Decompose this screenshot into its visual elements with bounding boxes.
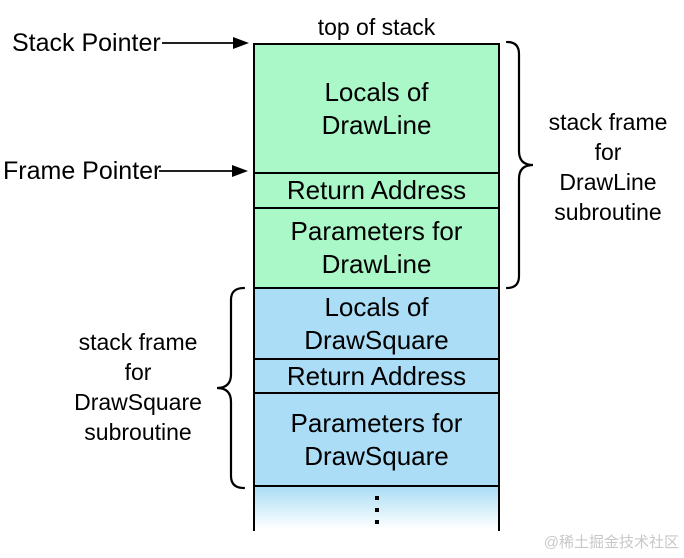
section-text-line: DrawSquare [304, 440, 449, 471]
section-text-line: Locals of [324, 76, 429, 107]
section-parameters-drawline: Parameters for DrawLine [255, 209, 498, 289]
stack-continuation-fade [255, 487, 498, 531]
section-text-line: Parameters for [290, 407, 463, 438]
left-curly-brace-icon [216, 286, 246, 490]
drawline-frame-annotation: stack frame for DrawLine subroutine [543, 107, 673, 227]
section-text-line: Return Address [286, 175, 467, 205]
right-curly-brace-icon [505, 40, 534, 290]
stack-pointer-arrow-icon [162, 37, 249, 49]
annotation-line: subroutine [84, 419, 192, 445]
section-text-line: DrawLine [321, 249, 432, 279]
ellipsis-dot [374, 496, 379, 500]
ellipsis-dot [374, 520, 379, 524]
stack-pointer-label: Stack Pointer [12, 29, 161, 57]
annotation-line: stack frame [78, 329, 198, 355]
watermark-text: @稀土掘金技术社区 [543, 534, 679, 551]
section-text-line: Return Address [286, 360, 467, 391]
annotation-line: subroutine [554, 199, 662, 225]
top-of-stack-label: top of stack [317, 14, 436, 40]
section-parameters-drawsquare: Parameters for DrawSquare [255, 394, 498, 487]
annotation-line: DrawLine [559, 169, 657, 195]
section-text-line: Locals of [324, 291, 429, 322]
drawsquare-frame-annotation: stack frame for DrawSquare subroutine [63, 327, 213, 447]
annotation-line: for [594, 139, 622, 165]
ellipsis-dot [374, 508, 379, 512]
annotation-line: DrawSquare [74, 389, 202, 415]
section-text-line: DrawLine [321, 109, 432, 140]
section-text-line: Parameters for [290, 216, 463, 246]
stack-box: Locals of DrawLine Return Address Parame… [253, 43, 500, 531]
annotation-line: stack frame [548, 109, 668, 135]
section-text-line: DrawSquare [304, 324, 449, 355]
frame-pointer-arrow-icon [159, 165, 248, 177]
vertical-ellipsis-icon [374, 496, 379, 524]
section-return-address-drawsquare: Return Address [255, 360, 498, 394]
section-locals-drawline: Locals of DrawLine [255, 45, 498, 174]
frame-pointer-label: Frame Pointer [3, 157, 162, 185]
section-return-address-drawline: Return Address [255, 174, 498, 209]
annotation-line: for [124, 359, 152, 385]
section-locals-drawsquare: Locals of DrawSquare [255, 289, 498, 360]
